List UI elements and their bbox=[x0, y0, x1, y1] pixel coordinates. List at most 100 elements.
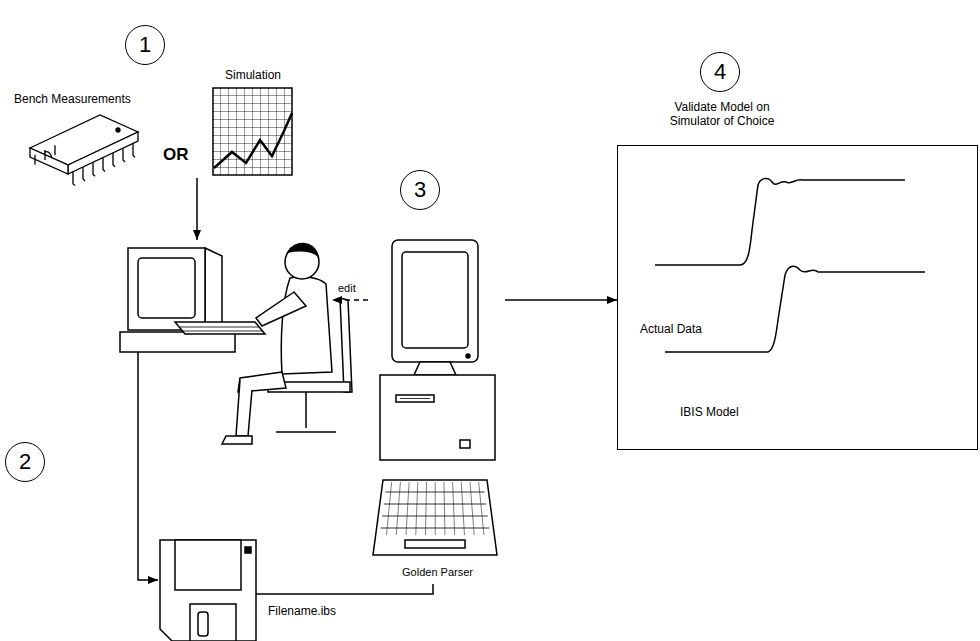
simulation-chart bbox=[213, 88, 292, 175]
parser-computer-node: Golden Parser bbox=[370, 235, 505, 584]
parser-computer bbox=[400, 398, 430, 399]
parser-computer bbox=[461, 482, 464, 535]
parser-computer bbox=[373, 240, 497, 555]
engineer-workstation bbox=[281, 277, 332, 374]
parser-computer bbox=[460, 440, 470, 448]
ic-chip bbox=[68, 132, 138, 174]
parser-computer bbox=[425, 482, 426, 535]
callout-number: 2 bbox=[5, 442, 45, 482]
simulation-chart bbox=[213, 88, 292, 175]
text-holder: 1 bbox=[126, 26, 164, 64]
parser-computer bbox=[402, 252, 468, 348]
engineer-workstation bbox=[180, 327, 262, 331]
edge-note: edit bbox=[338, 282, 356, 295]
edit-arrow bbox=[332, 299, 368, 301]
waveform bbox=[665, 266, 925, 352]
bench-measurement-part: Bench Measurements bbox=[10, 92, 150, 192]
floppy-disk bbox=[160, 540, 256, 641]
engineer-workstation bbox=[340, 298, 352, 392]
ic-chip bbox=[113, 153, 115, 167]
floppy-disk bbox=[190, 604, 236, 641]
ic-chip bbox=[73, 172, 75, 186]
ic-chip bbox=[93, 162, 95, 176]
ic-chip bbox=[44, 150, 45, 160]
label-holder: edit bbox=[338, 282, 356, 295]
node-text: IBIS Model bbox=[680, 405, 739, 419]
parser-computer bbox=[416, 482, 418, 535]
text-holder: 4 bbox=[701, 53, 739, 91]
ic-chip bbox=[30, 115, 138, 186]
simulation-chart-box: Simulation bbox=[212, 68, 294, 176]
parser-computer bbox=[380, 375, 495, 460]
parser-computer bbox=[479, 482, 484, 535]
text-holder: Golden Parser bbox=[370, 566, 505, 579]
ic-chip bbox=[123, 148, 125, 162]
floppy-disk bbox=[160, 540, 256, 641]
node-text: Validate Model on Simulator of Choice bbox=[657, 100, 787, 129]
text-holder: Actual Data bbox=[640, 322, 702, 336]
parser-computer bbox=[466, 354, 470, 358]
engineer-workstation bbox=[222, 436, 252, 444]
parser-computer bbox=[453, 482, 455, 535]
ic-chip bbox=[30, 148, 68, 174]
ic-chip bbox=[83, 167, 85, 181]
ic-chip bbox=[133, 143, 135, 157]
engineer-workstation bbox=[276, 392, 336, 432]
node-text: Bench Measurements bbox=[14, 92, 150, 106]
ic-chip bbox=[54, 145, 55, 155]
node-text: Actual Data bbox=[640, 322, 702, 336]
text-holder: IBIS Model bbox=[680, 405, 739, 419]
panel-frame bbox=[617, 145, 978, 450]
engineer-workstation bbox=[175, 322, 265, 334]
simulation-chart bbox=[214, 113, 292, 168]
node-text: Simulation bbox=[212, 68, 294, 82]
engineer-workstation bbox=[120, 243, 352, 444]
callout-number: 4 bbox=[700, 52, 740, 92]
text-holder: Bench Measurements bbox=[14, 92, 150, 106]
callout-number: 4 bbox=[714, 59, 726, 85]
parser-computer bbox=[396, 395, 434, 402]
callout-number: 1 bbox=[125, 25, 165, 65]
text-holder: Validate Model on Simulator of Choice bbox=[657, 100, 787, 129]
label-holder: OR bbox=[163, 145, 189, 165]
callout-number: 3 bbox=[400, 170, 440, 210]
engineer-workstation bbox=[236, 380, 252, 436]
node-text: Filename.ibs bbox=[268, 604, 336, 618]
text-holder: Filename.ibs bbox=[268, 604, 336, 618]
callout-number: 1 bbox=[139, 32, 151, 58]
waveform bbox=[655, 178, 905, 265]
parser-computer bbox=[392, 240, 478, 362]
choice-label: OR bbox=[163, 145, 189, 165]
flow-arrow bbox=[196, 178, 198, 240]
ic-chip bbox=[116, 128, 120, 132]
floppy-disk bbox=[175, 540, 241, 590]
connector bbox=[256, 584, 433, 594]
parser-computer bbox=[414, 362, 456, 375]
validation-panel: Validate Model on Simulator of ChoiceAct… bbox=[617, 100, 978, 450]
text-holder: 3 bbox=[401, 171, 439, 209]
parser-computer bbox=[373, 480, 497, 555]
engineer-workstation bbox=[128, 248, 205, 330]
parser-computer bbox=[470, 482, 474, 535]
callout-number: 3 bbox=[414, 177, 426, 203]
parser-computer bbox=[405, 540, 465, 548]
ibis-file-disk: Filename.ibs bbox=[160, 540, 256, 641]
floppy-disk bbox=[198, 612, 208, 636]
callout-number: 2 bbox=[19, 449, 31, 475]
text-holder: Simulation bbox=[212, 68, 294, 82]
parser-computer bbox=[406, 482, 409, 535]
save-arrow bbox=[138, 352, 158, 580]
parser-computer bbox=[444, 482, 445, 535]
text-holder: 2 bbox=[6, 443, 44, 481]
engineer-workstation bbox=[205, 248, 222, 334]
connector bbox=[505, 299, 617, 301]
floppy-disk bbox=[245, 547, 251, 553]
parser-computer bbox=[387, 482, 392, 535]
engineer-workstation bbox=[288, 243, 318, 256]
ic-chip bbox=[34, 155, 35, 165]
